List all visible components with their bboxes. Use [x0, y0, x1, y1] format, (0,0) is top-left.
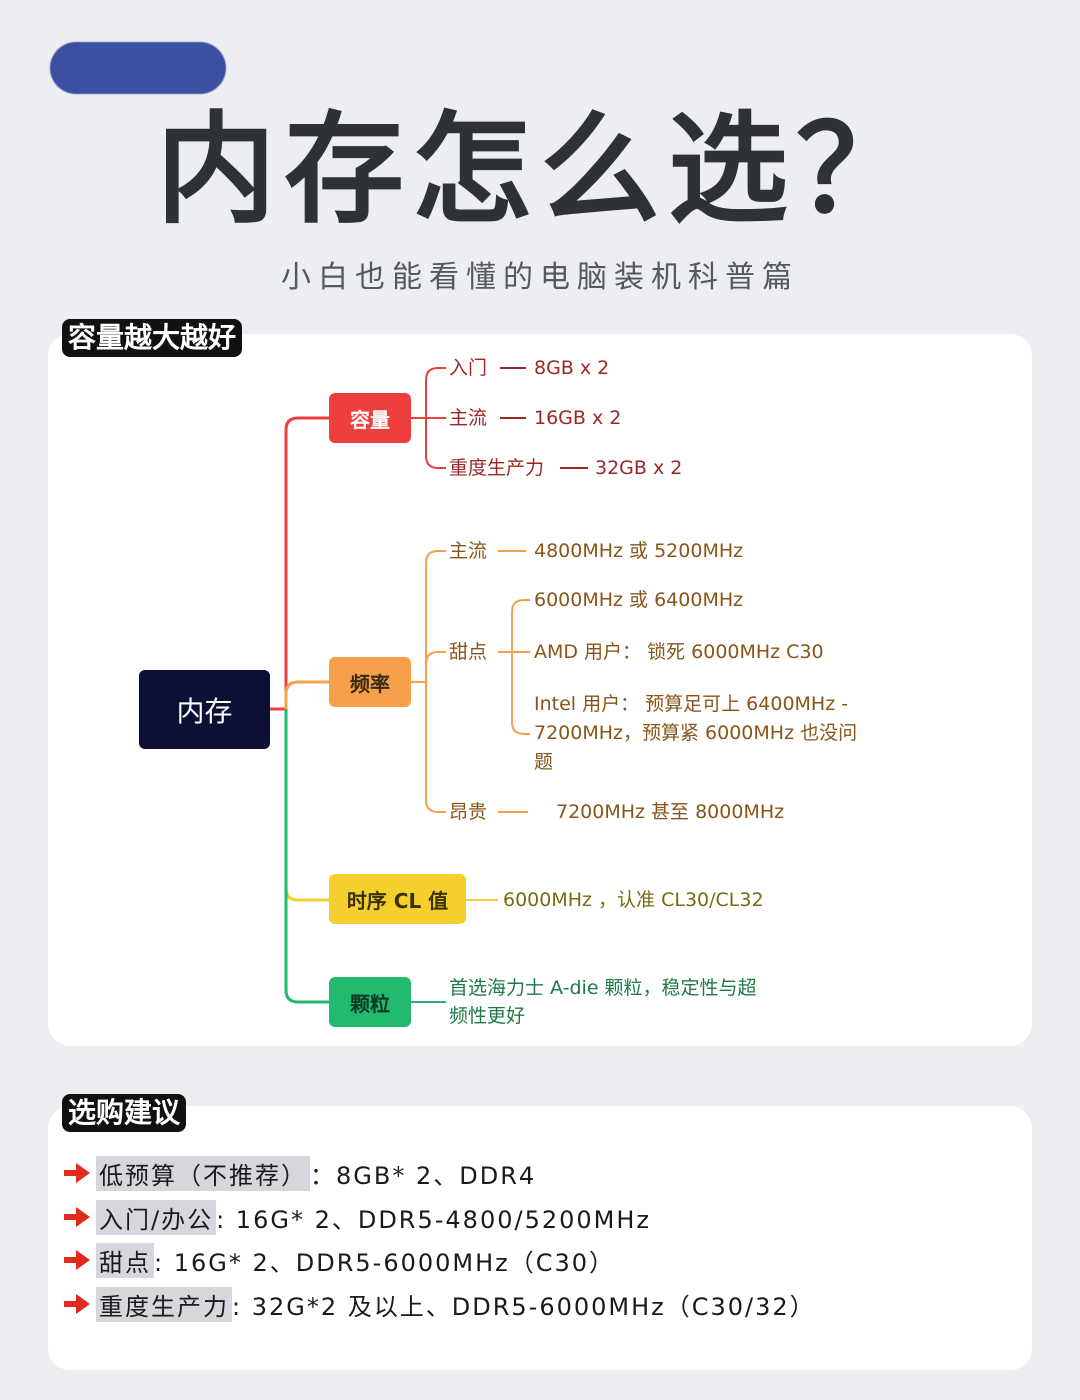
branch-frequency: 频率 — [329, 657, 411, 707]
rec-key: 低预算（不推荐） — [96, 1155, 310, 1191]
capacity-entry-key: 入门 — [449, 357, 488, 379]
rec-value: ：8GB* 2、DDR4 — [310, 1161, 537, 1190]
freq-expensive-value: 7200MHz 甚至 8000MHz — [556, 801, 785, 823]
header-badge — [50, 42, 226, 94]
capacity-heavy-value: 32GB x 2 — [595, 457, 683, 479]
rec-value: : 16G* 2、DDR5-4800/5200MHz — [216, 1205, 652, 1234]
recommendation-card — [48, 1106, 1032, 1370]
branch-capacity: 容量 — [329, 393, 411, 443]
arrow-right-icon — [64, 1250, 90, 1270]
page-subtitle: 小白也能看懂的电脑装机科普篇 — [281, 260, 799, 295]
freq-sweet-item-intel-line3: 题 — [534, 751, 554, 773]
section-tag-capacity: 容量越大越好 — [62, 319, 243, 357]
freq-sweet-item-intel-line1: Intel 用户： 预算足可上 6400MHz - — [534, 693, 849, 715]
list-item: 甜点 : 16G* 2、DDR5-6000MHz（C30） — [62, 1242, 616, 1278]
list-item: 入门/办公 : 16G* 2、DDR5-4800/5200MHz — [62, 1199, 652, 1235]
freq-mainstream-value: 4800MHz 或 5200MHz — [534, 540, 744, 562]
freq-sweet-item-amd: AMD 用户： 锁死 6000MHz C30 — [534, 641, 824, 663]
arrow-right-icon — [64, 1163, 90, 1183]
chip-line-2: 频性更好 — [449, 1005, 526, 1027]
timing-value: 6000MHz ，认准 CL30/CL32 — [503, 889, 764, 911]
rec-key: 入门/办公 — [96, 1199, 217, 1235]
list-item: 重度生产力 : 32G*2 及以上、DDR5-6000MHz（C30/32） — [62, 1286, 816, 1322]
freq-sweet-item-1: 6000MHz 或 6400MHz — [534, 589, 744, 611]
branch-timing: 时序 CL 值 — [329, 874, 466, 924]
chip-line-1: 首选海力士 A-die 颗粒，稳定性与超 — [449, 977, 757, 999]
rec-value: : 32G*2 及以上、DDR5-6000MHz（C30/32） — [232, 1292, 816, 1321]
arrow-right-icon — [64, 1207, 90, 1227]
freq-sweet-item-intel-line2: 7200MHz，预算紧 6000MHz 也没问 — [534, 722, 858, 744]
list-item: 低预算（不推荐） ：8GB* 2、DDR4 — [62, 1155, 537, 1191]
rec-value: : 16G* 2、DDR5-6000MHz（C30） — [154, 1248, 616, 1277]
capacity-entry-value: 8GB x 2 — [534, 357, 610, 379]
arrow-right-icon — [64, 1294, 90, 1314]
page-title: 内存怎么选？ — [156, 101, 924, 240]
rec-key: 重度生产力 — [96, 1286, 232, 1322]
freq-sweet-key: 甜点 — [449, 641, 488, 663]
freq-mainstream-key: 主流 — [449, 540, 488, 562]
section-tag-recommendation: 选购建议 — [62, 1094, 187, 1132]
rec-key: 甜点 — [96, 1242, 154, 1278]
branch-chip: 颗粒 — [329, 977, 411, 1027]
root-node-memory: 内存 — [139, 670, 270, 749]
capacity-mainstream-key: 主流 — [449, 407, 488, 429]
freq-expensive-key: 昂贵 — [449, 801, 488, 823]
capacity-heavy-key: 重度生产力 — [449, 457, 545, 479]
capacity-mainstream-value: 16GB x 2 — [534, 407, 622, 429]
